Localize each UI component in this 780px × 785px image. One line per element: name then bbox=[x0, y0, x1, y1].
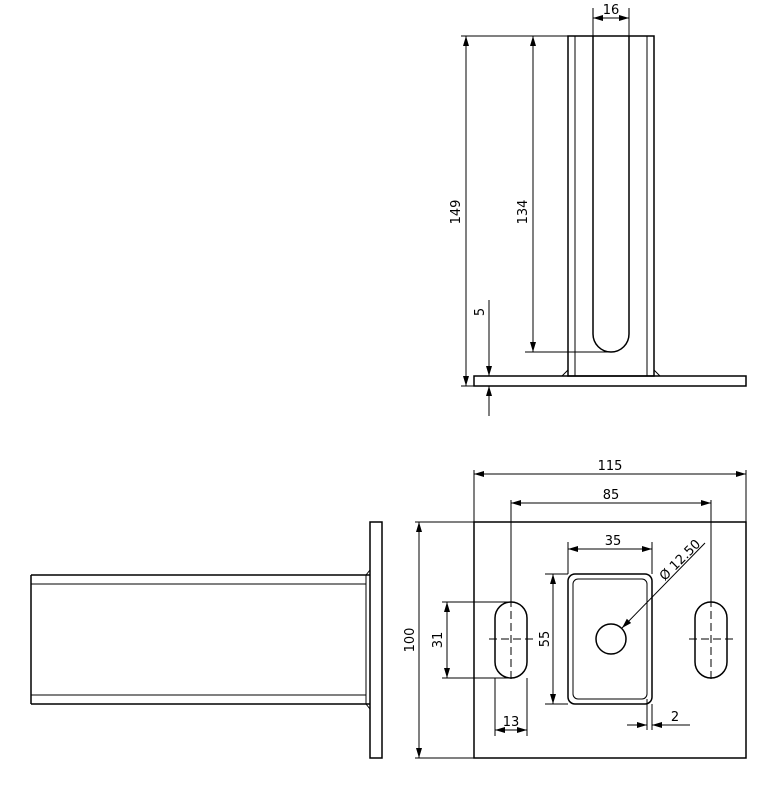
top-view: 115 85 100 31 13 35 55 2 Ø 12.50 bbox=[403, 459, 747, 759]
dim-text-13: 13 bbox=[503, 715, 520, 730]
dim-text-5: 5 bbox=[473, 308, 488, 316]
post-slot bbox=[592, 36, 630, 353]
dim-text-115: 115 bbox=[598, 459, 623, 474]
post-outline bbox=[567, 35, 655, 377]
base-plate-front bbox=[473, 375, 747, 387]
diameter-leader bbox=[621, 542, 706, 629]
dim-text-149: 149 bbox=[449, 200, 464, 225]
dim-text-100: 100 bbox=[403, 628, 418, 653]
side-plate bbox=[369, 521, 383, 759]
dim-text-16: 16 bbox=[603, 3, 620, 18]
dim-text-35: 35 bbox=[605, 534, 622, 549]
dim-text-55: 55 bbox=[538, 631, 553, 648]
dim-text-134: 134 bbox=[516, 200, 531, 225]
tube-inner bbox=[572, 578, 648, 700]
front-view: 16 149 134 5 bbox=[449, 3, 747, 416]
side-view bbox=[30, 521, 383, 759]
dim-text-85: 85 bbox=[603, 488, 620, 503]
dim-text-2: 2 bbox=[671, 710, 679, 725]
dim-text-diameter: Ø 12.50 bbox=[657, 537, 704, 584]
tube-outer bbox=[567, 573, 653, 705]
base-plate-top bbox=[473, 521, 747, 759]
center-hole bbox=[595, 623, 627, 655]
dim-text-31: 31 bbox=[431, 632, 446, 649]
